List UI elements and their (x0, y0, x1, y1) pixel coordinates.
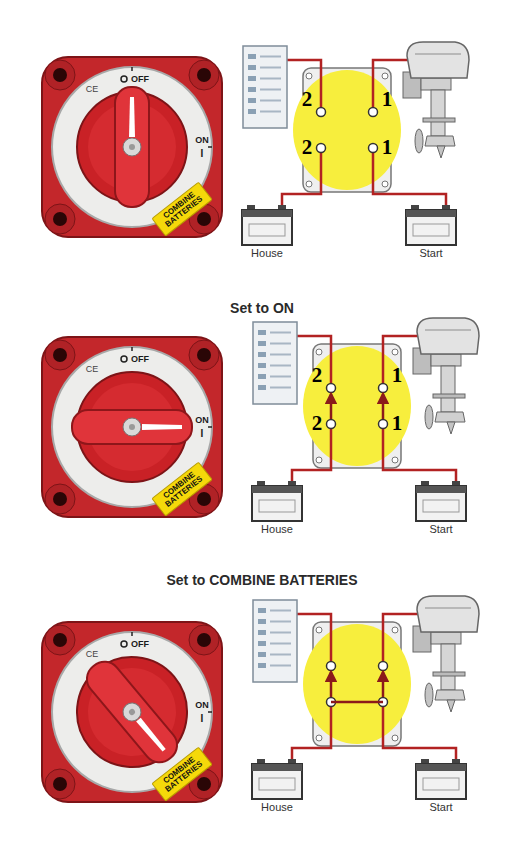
battery-label: Start (429, 801, 452, 813)
battery: House (241, 204, 293, 259)
battery-label: House (251, 247, 283, 259)
battery-panel (413, 224, 449, 236)
panel-heading: Set to ON (230, 300, 294, 316)
battery-lid (416, 486, 466, 493)
battery: House (251, 758, 303, 813)
warning-sticker: COMBINE BATTERIES (151, 462, 212, 517)
battery-panel (423, 778, 459, 790)
battery-label: Start (419, 247, 442, 259)
terminal-number: 2 (312, 411, 323, 436)
flow-arrow (330, 394, 333, 419)
position-label: OFF (131, 354, 149, 364)
battery-case (252, 764, 302, 799)
terminal-number: 1 (392, 363, 403, 388)
battery-panel (249, 224, 285, 236)
flow-arrow (382, 394, 385, 419)
current-path (331, 672, 383, 702)
knob (77, 87, 187, 207)
battery-label: Start (429, 523, 452, 535)
terminal-number: 2 (302, 87, 313, 112)
warning-sticker: COMBINE BATTERIES (151, 182, 212, 237)
battery-symbol (415, 758, 467, 800)
knob (72, 372, 192, 482)
terminal-number: 1 (382, 135, 393, 160)
terminal-number: 1 (382, 87, 393, 112)
ce-mark: CE (86, 84, 99, 94)
battery-lid (252, 486, 302, 493)
wiring-diagram (253, 318, 479, 482)
position-label: ON (195, 135, 209, 145)
battery-case (406, 210, 456, 245)
battery-label: House (261, 523, 293, 535)
battery-symbol (415, 480, 467, 522)
position-mark: I (201, 148, 204, 159)
battery-case (252, 486, 302, 521)
panel-heading: Set to COMBINE BATTERIES (166, 572, 357, 588)
battery: Start (415, 480, 467, 535)
knob-on (72, 372, 192, 482)
battery-panel (423, 500, 459, 512)
flow-arrow (382, 672, 385, 697)
position-label: ON (195, 700, 209, 710)
position-mark: I (201, 428, 204, 439)
current-path (331, 394, 383, 419)
battery-label: House (261, 801, 293, 813)
bridge-link (331, 701, 383, 704)
knob-off (77, 87, 187, 207)
switch-photo (42, 622, 222, 802)
ce-mark: CE (86, 649, 99, 659)
warning-sticker: COMBINE BATTERIES (151, 747, 212, 802)
switch-photo (42, 337, 222, 517)
battery-symbol (405, 204, 457, 246)
battery-case (416, 764, 466, 799)
battery: Start (405, 204, 457, 259)
terminal-number: 2 (312, 363, 323, 388)
battery-symbol (251, 480, 303, 522)
battery-symbol (241, 204, 293, 246)
flow-arrow (330, 672, 333, 697)
terminal-number: 1 (392, 411, 403, 436)
battery-panel (259, 778, 295, 790)
wiring-diagram (253, 596, 479, 760)
battery-panel (259, 500, 295, 512)
wiring-diagram (243, 42, 469, 206)
battery: Start (415, 758, 467, 813)
battery-lid (252, 764, 302, 771)
battery-case (242, 210, 292, 245)
battery: House (251, 480, 303, 535)
position-label: ON (195, 415, 209, 425)
position-label: OFF (131, 74, 149, 84)
position-label: OFF (131, 639, 149, 649)
position-mark: I (201, 713, 204, 724)
ce-mark: CE (86, 364, 99, 374)
battery-symbol (251, 758, 303, 800)
switch-photo (42, 57, 222, 237)
battery-lid (416, 764, 466, 771)
battery-lid (242, 210, 292, 217)
battery-lid (406, 210, 456, 217)
battery-case (416, 486, 466, 521)
terminal-number: 2 (302, 135, 313, 160)
